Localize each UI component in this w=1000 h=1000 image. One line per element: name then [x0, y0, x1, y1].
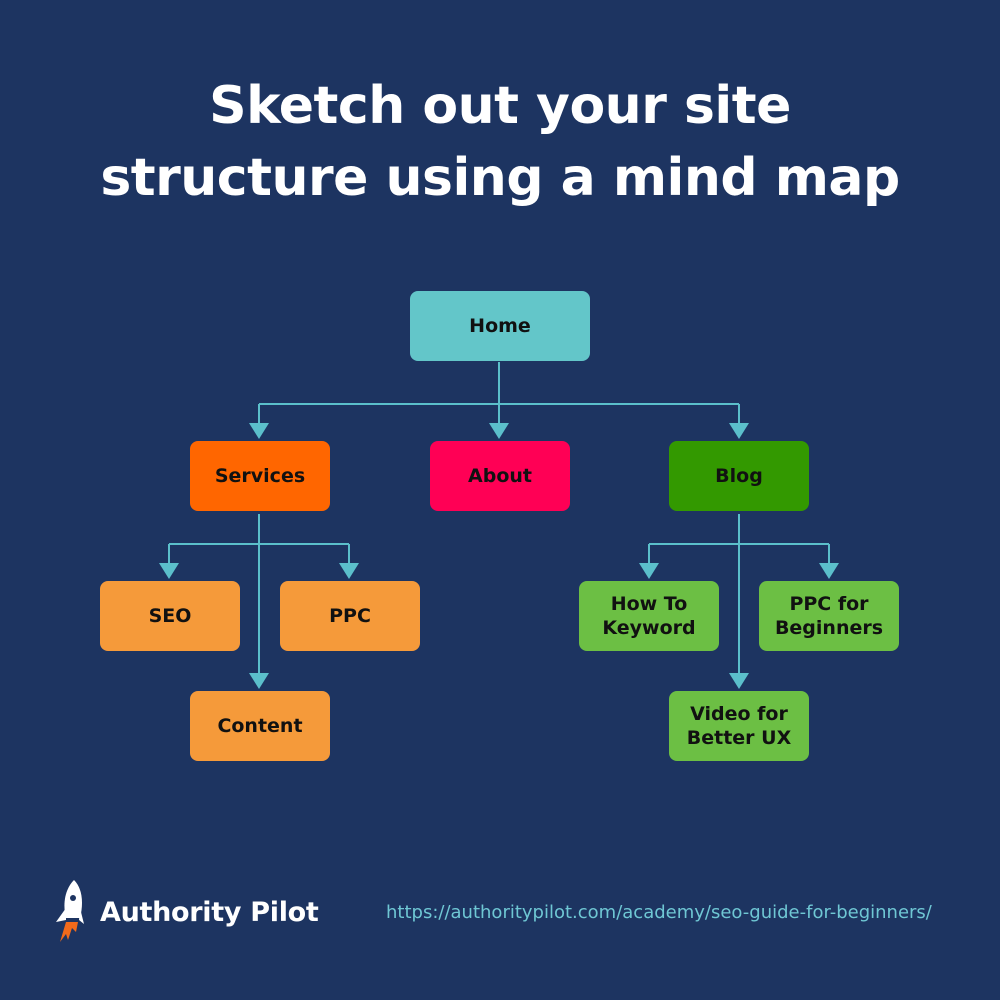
title-line-2: structure using a mind map: [100, 148, 900, 208]
node-how-to-keyword: How To Keyword: [579, 581, 719, 651]
source-url: https://authoritypilot.com/academy/seo-g…: [386, 902, 932, 923]
node-label: Home: [469, 315, 531, 337]
brand-name: Authority Pilot: [100, 896, 319, 928]
node-label: Services: [214, 465, 306, 487]
node-seo: SEO: [100, 581, 240, 651]
node-blog: Blog: [669, 441, 809, 511]
node-home: Home: [410, 291, 590, 361]
node-label: How To Keyword: [602, 593, 696, 639]
page-title: Sketch out your site structure using a m…: [0, 70, 1000, 214]
node-video-for-better-ux: Video for Better UX: [669, 691, 809, 761]
node-label: PPC: [329, 605, 371, 627]
node-label: PPC for Beginners: [774, 593, 884, 639]
node-ppc: PPC: [280, 581, 420, 651]
node-about: About: [430, 441, 570, 511]
node-label: SEO: [148, 605, 192, 627]
node-label: Content: [217, 715, 303, 737]
node-services: Services: [190, 441, 330, 511]
node-content: Content: [190, 691, 330, 761]
arrowheads: [159, 423, 839, 689]
node-label: Blog: [715, 465, 763, 487]
title-line-1: Sketch out your site: [209, 76, 791, 136]
node-label: Video for Better UX: [686, 703, 792, 749]
rocket-icon: [56, 880, 84, 942]
node-ppc-for-beginners: PPC for Beginners: [759, 581, 899, 651]
brand-logo: Authority Pilot: [52, 878, 319, 946]
node-label: About: [468, 465, 532, 487]
